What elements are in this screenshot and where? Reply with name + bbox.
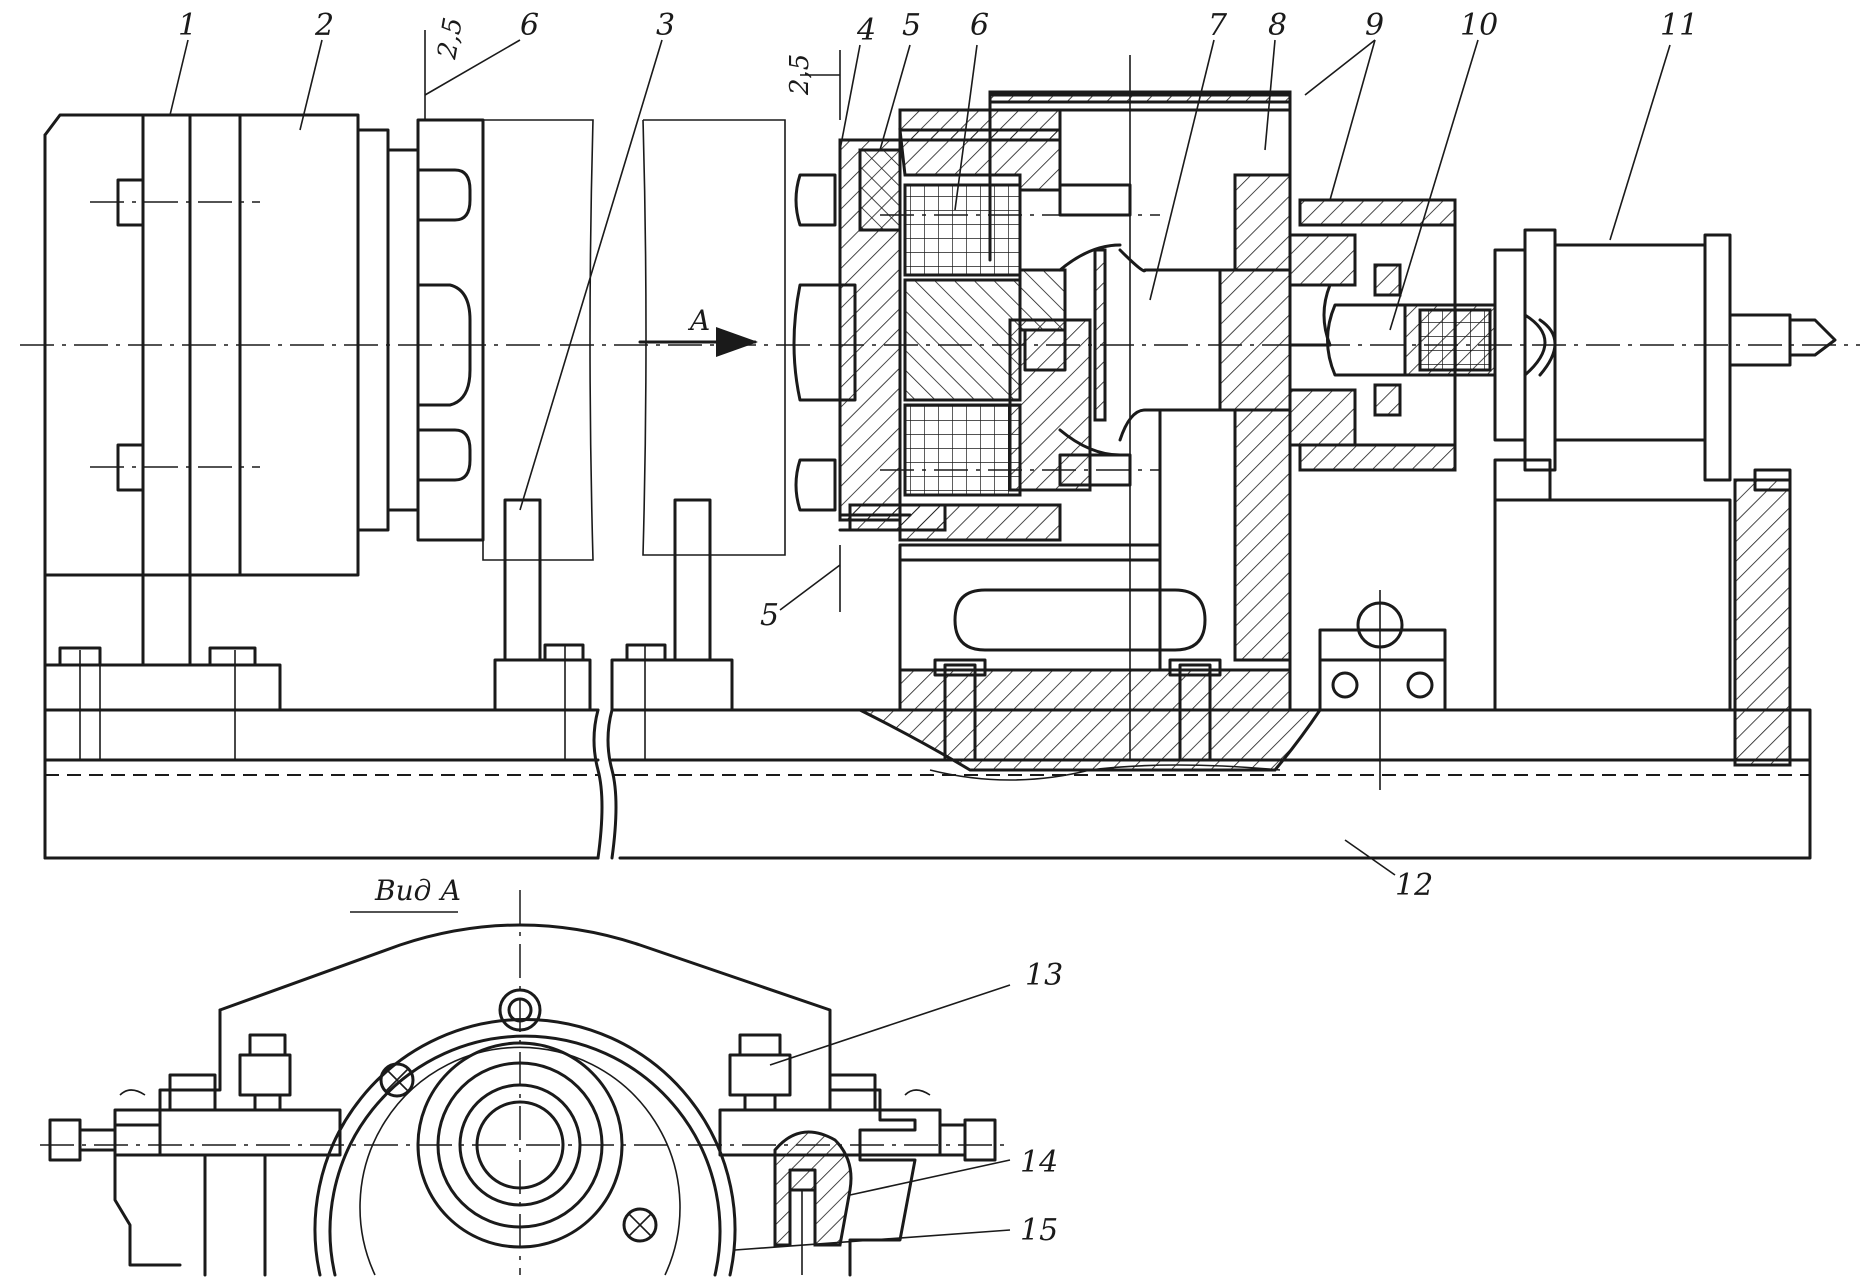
base-frame xyxy=(43,708,1812,860)
view-a-housing-right xyxy=(218,923,917,1277)
pump-unit xyxy=(1493,228,1837,767)
label-part-5-bottom: 5 xyxy=(760,598,779,633)
label-part-5-top: 5 xyxy=(902,8,921,43)
dimension-marks: 2,5 2,5 xyxy=(424,15,841,612)
label-part-11: 11 xyxy=(1660,8,1698,43)
label-part-6-right: 6 xyxy=(970,8,989,43)
label-part-14: 14 xyxy=(1020,1145,1058,1180)
label-part-7: 7 xyxy=(1208,8,1228,43)
label-part-9: 9 xyxy=(1365,8,1384,43)
label-part-6-left: 6 xyxy=(520,8,539,43)
foundation-block xyxy=(859,658,1323,781)
coupling-assembly xyxy=(792,108,1160,542)
label-part-13: 13 xyxy=(1025,958,1063,993)
view-a-housing-left xyxy=(113,1008,222,1267)
shaft-supports xyxy=(482,119,786,760)
label-part-12: 12 xyxy=(1395,868,1433,903)
label-part-15: 15 xyxy=(1020,1213,1058,1248)
dim-2-5-left: 2,5 xyxy=(432,15,469,62)
label-part-3: 3 xyxy=(656,8,675,43)
dim-2-5-right: 2,5 xyxy=(785,54,815,96)
main-view: 2,5 2,5 A xyxy=(20,8,1860,903)
view-a-arrow-label: A xyxy=(687,304,710,337)
leader-lines xyxy=(169,39,1671,876)
label-part-2: 2 xyxy=(314,8,334,43)
base-clamp xyxy=(1318,590,1447,790)
electric-motor xyxy=(43,113,485,760)
label-part-8: 8 xyxy=(1268,8,1287,43)
shaft-housing xyxy=(898,55,1292,760)
view-a-caption: Вид А xyxy=(374,874,461,907)
label-part-10: 10 xyxy=(1460,8,1498,43)
label-part-1: 1 xyxy=(178,8,197,43)
label-part-4: 4 xyxy=(856,13,876,48)
view-a: Вид А xyxy=(40,874,1063,1277)
drive-end-assembly xyxy=(1288,198,1497,472)
